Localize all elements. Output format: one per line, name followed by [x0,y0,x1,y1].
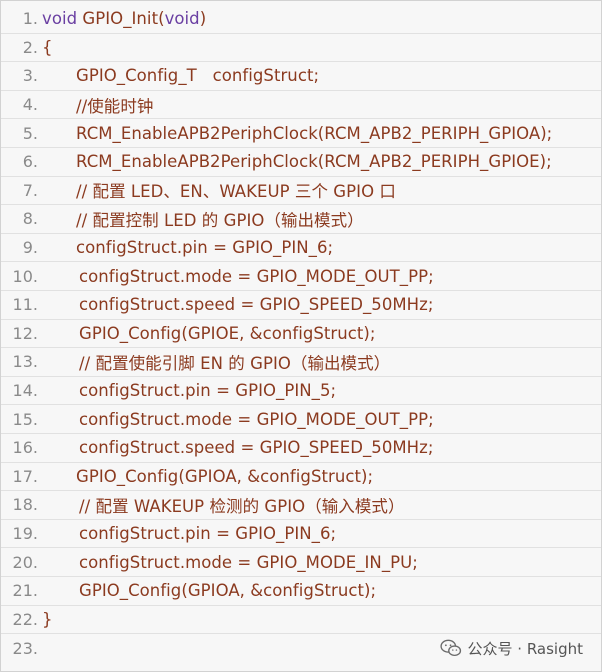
code-text: configStruct.speed = GPIO_SPEED_50MHz; [79,295,434,315]
code-text: GPIO_Config(GPIOA, &configStruct); [76,466,374,486]
line-number: 2. [22,37,38,57]
line-number: 3. [22,66,38,86]
watermark-text: 公众号 · Rasight [467,639,583,658]
code-line-1: 1. void GPIO_Init(void) [1,5,601,34]
code-text: configStruct.pin = GPIO_PIN_6; [76,238,334,258]
code-line-11: 11. configStruct.speed = GPIO_SPEED_50MH… [1,291,601,320]
code-line-16: 16. configStruct.speed = GPIO_SPEED_50MH… [1,434,601,463]
code-comment: // 配置控制 LED 的 GPIO（输出模式） [76,210,364,230]
code-line-19: 19. configStruct.pin = GPIO_PIN_6; [1,520,601,549]
line-number: 8. [22,209,38,229]
code-text: GPIO_Config_T configStruct; [76,66,320,86]
code-line-6: 6. RCM_EnableAPB2PeriphClock(RCM_APB2_PE… [1,148,601,177]
line-number: 11. [12,295,38,315]
line-number: 1. [22,9,38,29]
code-text: } [42,609,53,629]
line-number: 17. [12,466,38,486]
code-line-15: 15. configStruct.mode = GPIO_MODE_OUT_PP… [1,405,601,434]
code-line-22: 22. } [1,606,601,635]
code-line-10: 10. configStruct.mode = GPIO_MODE_OUT_PP… [1,262,601,291]
line-number: 15. [12,409,38,429]
code-text: configStruct.pin = GPIO_PIN_5; [79,381,337,401]
line-number: 5. [22,123,38,143]
code-line-14: 14. configStruct.pin = GPIO_PIN_5; [1,377,601,406]
code-text: { [42,37,53,57]
code-comment: //使能时钟 [76,96,154,116]
code-text: RCM_EnableAPB2PeriphClock(RCM_APB2_PERIP… [76,152,552,172]
code-line-5: 5. RCM_EnableAPB2PeriphClock(RCM_APB2_PE… [1,119,601,148]
code-line-4: 4. //使能时钟 [1,91,601,120]
line-number: 23. [12,638,38,658]
line-number: 4. [22,95,38,115]
code-line-18: 18. // 配置 WAKEUP 检测的 GPIO（输入模式） [1,491,601,520]
line-number: 16. [12,438,38,458]
code-comment: // 配置 WAKEUP 检测的 GPIO（输入模式） [79,496,405,516]
code-text: void GPIO_Init(void) [42,9,207,29]
code-comment: // 配置 LED、EN、WAKEUP 三个 GPIO 口 [76,182,396,202]
code-line-9: 9. configStruct.pin = GPIO_PIN_6; [1,234,601,263]
code-text: GPIO_Config(GPIOA, &configStruct); [79,581,377,601]
code-line-2: 2. { [1,34,601,63]
line-number: 13. [12,352,38,372]
code-text: configStruct.mode = GPIO_MODE_OUT_PP; [79,409,434,429]
line-number: 9. [22,238,38,258]
code-line-7: 7. // 配置 LED、EN、WAKEUP 三个 GPIO 口 [1,177,601,206]
line-number: 12. [12,323,38,343]
line-number: 22. [12,609,38,629]
line-number: 20. [12,552,38,572]
code-line-13: 13. // 配置使能引脚 EN 的 GPIO（输出模式） [1,348,601,377]
code-line-17: 17. GPIO_Config(GPIOA, &configStruct); [1,463,601,492]
code-line-21: 21. GPIO_Config(GPIOA, &configStruct); [1,577,601,606]
code-text: RCM_EnableAPB2PeriphClock(RCM_APB2_PERIP… [76,123,553,143]
code-text: configStruct.speed = GPIO_SPEED_50MHz; [79,438,434,458]
wechat-icon [439,639,461,657]
code-line-12: 12. GPIO_Config(GPIOE, &configStruct); [1,320,601,349]
line-number: 7. [22,180,38,200]
line-number: 10. [12,266,38,286]
code-line-23: 23. [1,634,601,663]
watermark: 公众号 · Rasight [439,637,583,659]
code-text: GPIO_Config(GPIOE, &configStruct); [79,323,376,343]
line-number: 19. [12,524,38,544]
line-number: 6. [22,152,38,172]
code-text: configStruct.pin = GPIO_PIN_6; [79,524,337,544]
line-number: 18. [12,495,38,515]
code-line-8: 8. // 配置控制 LED 的 GPIO（输出模式） [1,205,601,234]
code-text: configStruct.mode = GPIO_MODE_OUT_PP; [79,266,434,286]
code-comment: // 配置使能引脚 EN 的 GPIO（输出模式） [79,353,391,373]
code-line-3: 3. GPIO_Config_T configStruct; [1,62,601,91]
line-number: 21. [12,581,38,601]
code-text: configStruct.mode = GPIO_MODE_IN_PU; [79,552,418,572]
code-line-20: 20. configStruct.mode = GPIO_MODE_IN_PU; [1,548,601,577]
line-number: 14. [12,381,38,401]
